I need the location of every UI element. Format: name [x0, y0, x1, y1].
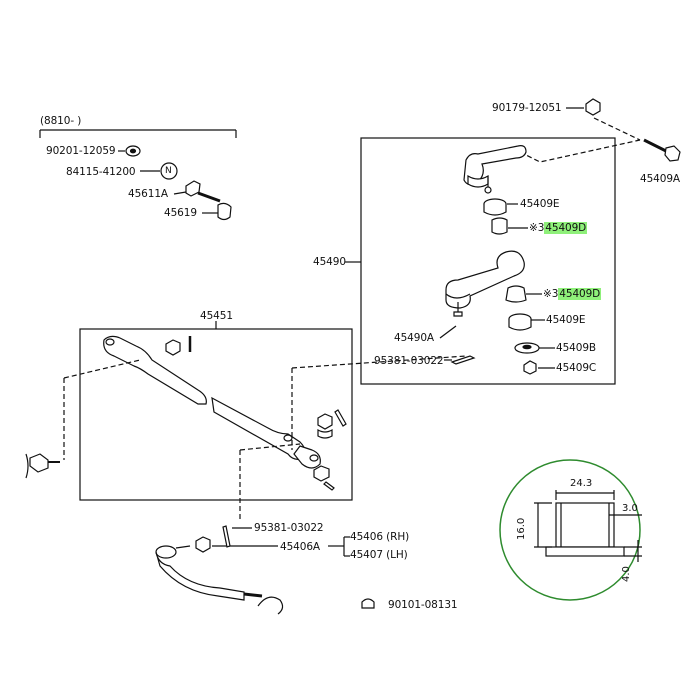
bolt-45611a	[173, 180, 221, 203]
label-45451: 45451	[200, 310, 233, 322]
detail-circle	[499, 459, 641, 601]
label-45409b: 45409B	[556, 342, 597, 354]
leader-dashed-top	[519, 117, 641, 163]
label-90101: 90101-08131	[388, 599, 458, 611]
n-symbol: N	[165, 166, 172, 176]
highlighted-part-mid: 45409D	[558, 288, 602, 300]
label-45490a: 45490A	[394, 332, 434, 344]
bushing-45409e-mid	[508, 313, 545, 331]
nut-symbol-84115	[140, 162, 178, 180]
idler-arm	[445, 250, 525, 317]
label-45619: 45619	[164, 207, 197, 219]
leader-45490a	[439, 325, 457, 339]
dim-width: 24.3	[570, 478, 593, 489]
label-45409c: 45409C	[556, 362, 597, 374]
boot-bottom	[257, 596, 284, 615]
note-mark-mid: ※3	[543, 288, 559, 300]
bushing-45409e-top	[483, 198, 518, 216]
label-45409e-mid: 45409E	[546, 314, 586, 326]
label-95381-bottom: 95381-03022	[254, 522, 324, 534]
tie-rod-end-left	[25, 453, 60, 479]
cotter-pin-top	[444, 355, 476, 365]
leader-dashed-relay	[63, 355, 467, 520]
nut-90179	[566, 98, 601, 116]
bushing-45409d-top	[491, 217, 528, 235]
idler-bracket	[463, 145, 527, 194]
nut-relay-mid	[317, 409, 347, 439]
label-45407: 45407 (LH)	[350, 549, 408, 561]
nut-45406a	[195, 536, 278, 553]
highlighted-part-top: 45409D	[544, 222, 588, 234]
label-90179: 90179-12051	[492, 102, 562, 114]
washer-45409b	[514, 342, 555, 354]
bushing-45409d-mid	[505, 285, 542, 303]
cap-45619	[202, 202, 232, 221]
label-84115: 84115-41200	[66, 166, 136, 178]
bracket-group-line	[39, 129, 237, 138]
label-90201: 90201-12059	[46, 145, 116, 157]
label-45406: 45406 (RH)	[350, 531, 410, 543]
label-45611a: 45611A	[128, 188, 168, 200]
washer-90201	[118, 145, 141, 157]
label-45409e-top: 45409E	[520, 198, 560, 210]
tie-rod-end-bottom	[155, 545, 263, 601]
nut-relay-top	[165, 336, 192, 356]
fitting-90101	[361, 598, 375, 609]
label-95381-top: 95381-03022	[374, 355, 444, 367]
label-bracket-range: (8810- )	[40, 115, 82, 127]
label-45409a: 45409A	[640, 173, 680, 185]
label-45409d-mid: ※345409D	[543, 288, 602, 300]
bushing-detail-drawing	[534, 490, 642, 562]
label-45409d-top: ※345409D	[529, 222, 588, 234]
dim-height: 16.0	[516, 517, 527, 540]
label-45490: 45490	[313, 256, 346, 268]
bolt-45409a	[643, 138, 681, 162]
label-45406a: 45406A	[280, 541, 320, 553]
bracket-45406	[328, 536, 350, 557]
relay-rod	[103, 335, 321, 469]
dim-wall: 3.0	[622, 503, 638, 514]
note-mark-top: ※3	[529, 222, 545, 234]
dim-flange: 4.0	[621, 566, 632, 582]
nut-45409c	[523, 360, 555, 375]
nut-relay-bottom	[313, 465, 335, 491]
idler-arm-box	[360, 137, 616, 385]
cotter-pin-bottom	[222, 525, 252, 548]
